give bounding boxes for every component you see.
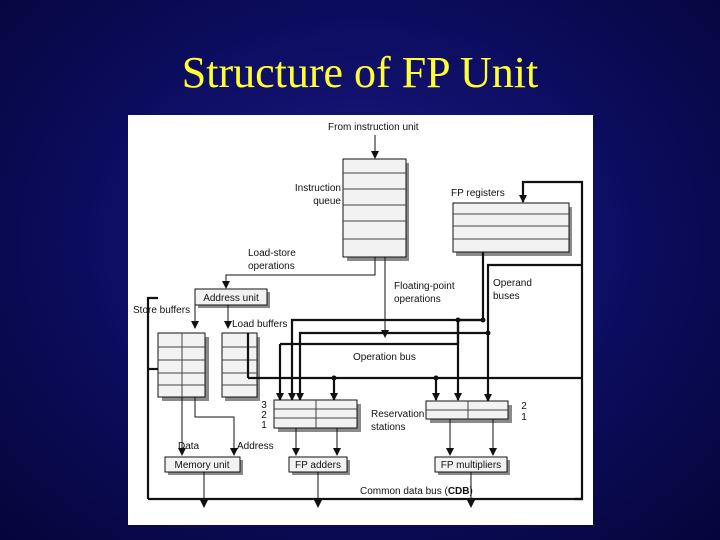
fp-adders-label: FP adders bbox=[295, 460, 341, 471]
operand-buses-label-2: buses bbox=[493, 291, 520, 302]
address-unit-box bbox=[194, 288, 270, 308]
fp-multipliers-label: FP multipliers bbox=[441, 460, 501, 471]
fp-adders-box bbox=[288, 456, 350, 475]
operand-bus-1 bbox=[288, 252, 485, 401]
fp-operations-label-2: operations bbox=[394, 294, 441, 305]
instruction-queue-label: Instruction bbox=[295, 183, 341, 194]
fp-registers-label: FP registers bbox=[451, 188, 505, 199]
address-unit-label: Address unit bbox=[203, 293, 259, 304]
memory-unit-box bbox=[164, 456, 243, 475]
rs-number-1: 1 bbox=[261, 420, 267, 431]
fp-operations-label: Floating-point bbox=[394, 281, 455, 292]
load-store-arrow bbox=[222, 257, 376, 289]
address-label: Address bbox=[237, 441, 274, 452]
reservation-stations-label-2: stations bbox=[371, 422, 405, 433]
slide-title: Structure of FP Unit bbox=[181, 48, 539, 97]
instruction-queue-label-2: queue bbox=[313, 196, 341, 207]
load-buffers-label: Load buffers bbox=[232, 319, 287, 330]
from-instruction-unit-label: From instruction unit bbox=[328, 122, 419, 133]
multiplier-reservation-stations bbox=[425, 400, 512, 423]
fp-registers bbox=[452, 202, 572, 256]
rs-right-number-2: 2 bbox=[521, 401, 527, 412]
fp-multipliers-box bbox=[434, 456, 510, 475]
rs-number-3: 3 bbox=[261, 400, 267, 411]
store-buffers bbox=[157, 332, 209, 401]
rs-number-2: 2 bbox=[261, 410, 267, 421]
fp-unit-diagram: From instruction unit Instruction queue … bbox=[128, 115, 593, 525]
reservation-stations-label: Reservation bbox=[371, 409, 424, 420]
memory-unit-label: Memory unit bbox=[174, 460, 229, 471]
instruction-queue bbox=[342, 158, 409, 261]
diagram-svg: From instruction unit Instruction queue … bbox=[133, 122, 584, 508]
rs-right-number-1: 1 bbox=[521, 412, 527, 423]
cdb-left-riser bbox=[146, 296, 158, 499]
address-to-memory-arrow bbox=[194, 397, 238, 456]
data-label: Data bbox=[178, 441, 200, 452]
store-buffers-label: Store buffers bbox=[133, 305, 190, 316]
cdb-label: Common data bus (CDB) bbox=[360, 486, 473, 497]
adder-reservation-stations bbox=[273, 399, 361, 432]
operation-bus-label: Operation bus bbox=[353, 352, 416, 363]
load-store-label-2: operations bbox=[248, 261, 295, 272]
load-buffers bbox=[221, 332, 260, 401]
load-store-label: Load-store bbox=[248, 248, 296, 259]
operand-buses-label: Operand bbox=[493, 278, 532, 289]
